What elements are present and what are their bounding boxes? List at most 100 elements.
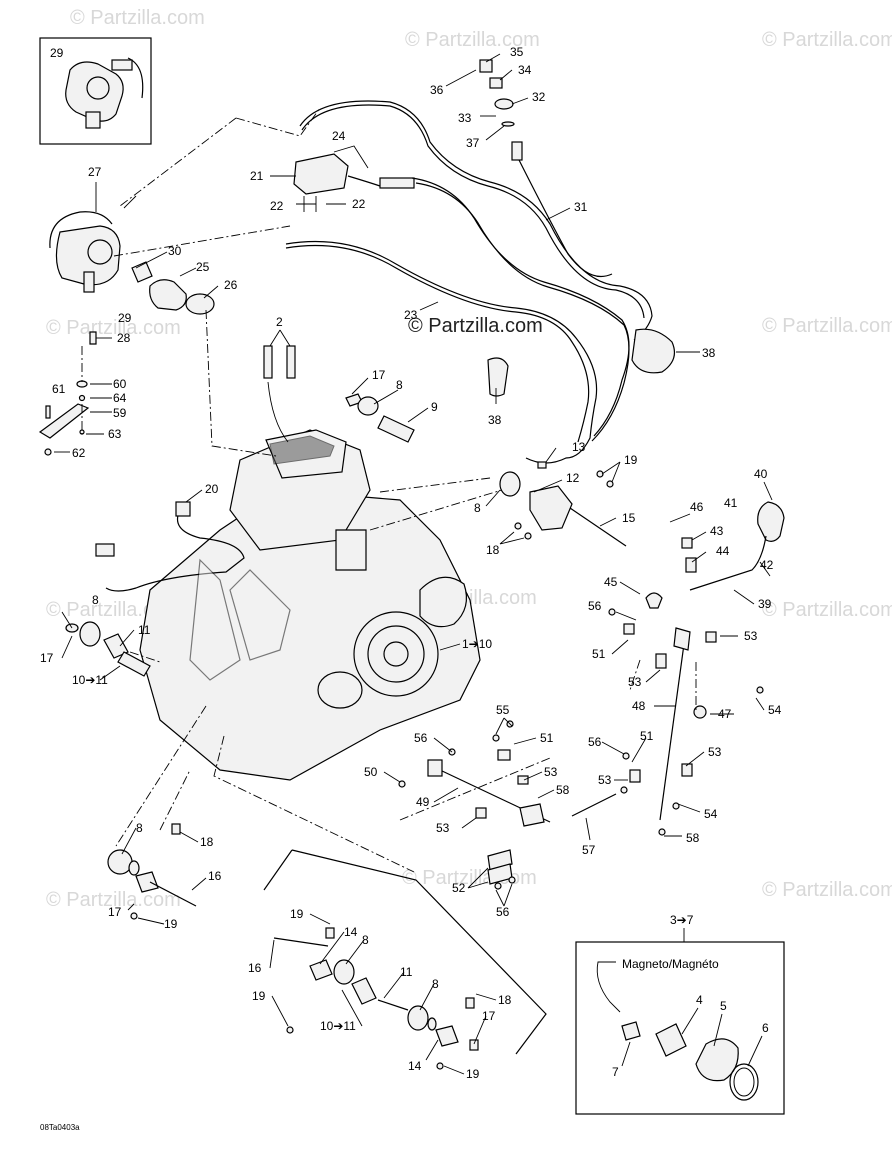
callout-27: 27 bbox=[88, 165, 102, 179]
callout-60: 60 bbox=[113, 377, 127, 391]
callout-53: 53 bbox=[436, 821, 450, 835]
callout-6: 6 bbox=[762, 1021, 769, 1035]
engine-mount-lower-middle bbox=[263, 849, 547, 1070]
watermark-center: © Partzilla.com bbox=[408, 315, 543, 337]
drawing-code: 08Ta0403a bbox=[40, 1123, 80, 1132]
callout-17: 17 bbox=[108, 905, 122, 919]
callout-47: 47 bbox=[718, 707, 732, 721]
callout-8: 8 bbox=[92, 593, 99, 607]
callout-24: 24 bbox=[332, 129, 346, 143]
callout-19: 19 bbox=[252, 989, 266, 1003]
callout-20: 20 bbox=[205, 482, 219, 496]
callout-10-11: 10➔11 bbox=[320, 1019, 356, 1033]
callout-40: 40 bbox=[754, 467, 768, 481]
callout-54: 54 bbox=[768, 703, 782, 717]
magneto-inset bbox=[575, 941, 785, 1115]
callout-63: 63 bbox=[108, 427, 122, 441]
callout-3-7: 3➔7 bbox=[670, 913, 694, 927]
callout-19: 19 bbox=[290, 907, 304, 921]
watermark: © Partzilla.com bbox=[762, 879, 892, 901]
callout-8: 8 bbox=[136, 821, 143, 835]
callout-8: 8 bbox=[432, 977, 439, 991]
callout-53: 53 bbox=[598, 773, 612, 787]
callout-25: 25 bbox=[196, 260, 210, 274]
callout-46: 46 bbox=[690, 500, 704, 514]
callout-51: 51 bbox=[540, 731, 554, 745]
callout-4: 4 bbox=[696, 993, 703, 1007]
callout-51: 51 bbox=[592, 647, 606, 661]
callout-14: 14 bbox=[408, 1059, 422, 1073]
callout-39: 39 bbox=[758, 597, 772, 611]
callout-10-11: 10➔11 bbox=[72, 673, 108, 687]
spark-plugs bbox=[263, 345, 415, 443]
engine-mount-left bbox=[65, 621, 151, 677]
shift-lever-assembly bbox=[608, 501, 785, 836]
callout-19: 19 bbox=[164, 917, 178, 931]
callout-22: 22 bbox=[270, 199, 284, 213]
mount-bracket-right bbox=[499, 461, 627, 547]
callout-49: 49 bbox=[416, 795, 430, 809]
callout-38: 38 bbox=[702, 346, 716, 360]
callout-61: 61 bbox=[52, 382, 66, 396]
callout-14: 14 bbox=[344, 925, 358, 939]
callout-53: 53 bbox=[744, 629, 758, 643]
cable-fittings bbox=[479, 59, 523, 161]
callout-23: 23 bbox=[404, 308, 418, 322]
watermark: © Partzilla.com bbox=[762, 29, 892, 51]
callout-19: 19 bbox=[466, 1067, 480, 1081]
callout-56: 56 bbox=[496, 905, 510, 919]
watermark: © Partzilla.com bbox=[762, 599, 892, 621]
callout-45: 45 bbox=[604, 575, 618, 589]
callout-36: 36 bbox=[430, 83, 444, 97]
callout-30: 30 bbox=[168, 244, 182, 258]
watermark: © Partzilla.com bbox=[46, 317, 181, 339]
callout-8: 8 bbox=[362, 933, 369, 947]
throttle-cables bbox=[285, 100, 675, 464]
callout-7: 7 bbox=[612, 1065, 619, 1079]
watermark: © Partzilla.com bbox=[762, 315, 892, 337]
callout-55: 55 bbox=[496, 703, 510, 717]
callout-42: 42 bbox=[760, 558, 774, 572]
callout-17: 17 bbox=[40, 651, 54, 665]
callout-13: 13 bbox=[572, 440, 586, 454]
callout-56: 56 bbox=[588, 735, 602, 749]
callout-11: 11 bbox=[138, 623, 151, 637]
callout-53: 53 bbox=[708, 745, 722, 759]
callout-34: 34 bbox=[518, 63, 532, 77]
callout-38: 38 bbox=[488, 413, 502, 427]
callout-43: 43 bbox=[710, 524, 724, 538]
callout-26: 26 bbox=[224, 278, 238, 292]
callout-21: 21 bbox=[250, 169, 264, 183]
callout-9: 9 bbox=[431, 400, 438, 414]
callout-29: 29 bbox=[50, 46, 64, 60]
callout-18: 18 bbox=[200, 835, 214, 849]
callout-59: 59 bbox=[113, 406, 127, 420]
callout-28: 28 bbox=[117, 331, 131, 345]
callout-1-10: 1➔10 bbox=[462, 637, 492, 651]
callout-11: 11 bbox=[400, 965, 413, 979]
callout-37: 37 bbox=[466, 136, 480, 150]
engine-block bbox=[95, 429, 481, 781]
callout-58: 58 bbox=[556, 783, 570, 797]
callout-5: 5 bbox=[720, 999, 727, 1013]
callout-29: 29 bbox=[118, 311, 132, 325]
watermark: © Partzilla.com bbox=[405, 29, 540, 51]
callout-51: 51 bbox=[640, 729, 654, 743]
callout-48: 48 bbox=[632, 699, 646, 713]
callout-44: 44 bbox=[716, 544, 730, 558]
callout-57: 57 bbox=[582, 843, 596, 857]
callout-56: 56 bbox=[414, 731, 428, 745]
watermark: © Partzilla.com bbox=[70, 7, 205, 29]
callout-labels: 29 27 30 25 26 29 28 60 61 64 59 63 62 2… bbox=[40, 45, 782, 1132]
electrical-module bbox=[293, 153, 415, 212]
connection-lines bbox=[81, 107, 697, 873]
callout-64: 64 bbox=[113, 391, 127, 405]
callout-31: 31 bbox=[574, 200, 588, 214]
callout-17: 17 bbox=[372, 368, 386, 382]
callout-16: 16 bbox=[248, 961, 262, 975]
callout-15: 15 bbox=[622, 511, 636, 525]
callout-22: 22 bbox=[352, 197, 366, 211]
callout-2: 2 bbox=[276, 315, 283, 329]
callout-16: 16 bbox=[208, 869, 222, 883]
carburetor-assembly bbox=[49, 211, 215, 345]
